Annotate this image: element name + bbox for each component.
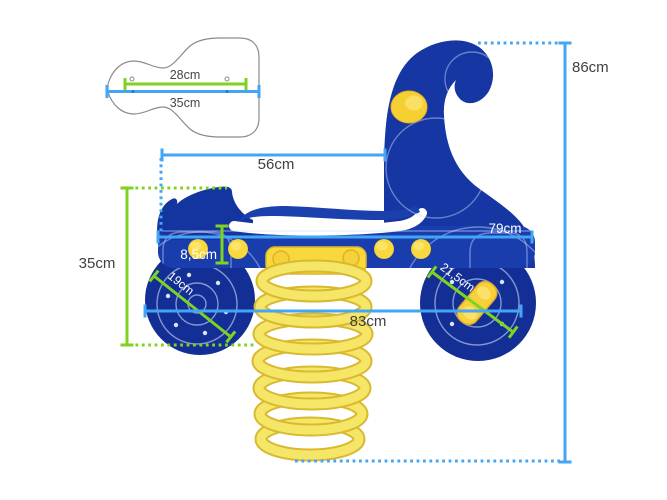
top-view-outline xyxy=(107,37,260,138)
inset-inner-width-dimension xyxy=(123,78,248,90)
dimension-seat-length: 56cm xyxy=(159,148,387,235)
inset-inner-width-label: 28cm xyxy=(170,68,201,82)
seat-length-label: 56cm xyxy=(258,156,295,173)
side-height-label: 35cm xyxy=(79,255,116,272)
upper-length-label: 79cm xyxy=(488,221,521,236)
mount-hole xyxy=(129,76,135,82)
rear-wheel xyxy=(420,245,536,361)
handle-knob xyxy=(390,90,428,124)
seat-white-rim xyxy=(229,208,427,236)
lower-length-label: 83cm xyxy=(350,313,387,330)
mount-hole xyxy=(224,76,230,82)
bolt xyxy=(227,238,249,260)
inset-outer-width-label: 35cm xyxy=(170,96,201,110)
scooter-illustration xyxy=(145,40,536,462)
inset-outer-width-dimension xyxy=(105,85,261,98)
base-bolts xyxy=(187,238,432,260)
total-height-label: 86cm xyxy=(572,59,609,76)
bolt xyxy=(373,238,395,260)
dimension-base-thickness: 8,5cm xyxy=(180,224,229,265)
base-thickness-label: 8,5cm xyxy=(180,247,217,262)
dimension-upper-length: 79cm xyxy=(156,221,534,244)
spring xyxy=(251,259,374,462)
bolt xyxy=(187,238,209,260)
front-hump-and-fin xyxy=(157,186,253,240)
seat xyxy=(229,206,427,236)
top-view-inset: 28cm 35cm xyxy=(105,37,261,138)
front-wheel xyxy=(145,245,255,355)
dimension-total-height: 86cm xyxy=(295,41,609,464)
bolt xyxy=(410,238,432,260)
seat-deck xyxy=(238,206,420,222)
dimension-lower-length: 83cm xyxy=(143,304,523,330)
dimension-side-height: 35cm xyxy=(79,186,254,347)
